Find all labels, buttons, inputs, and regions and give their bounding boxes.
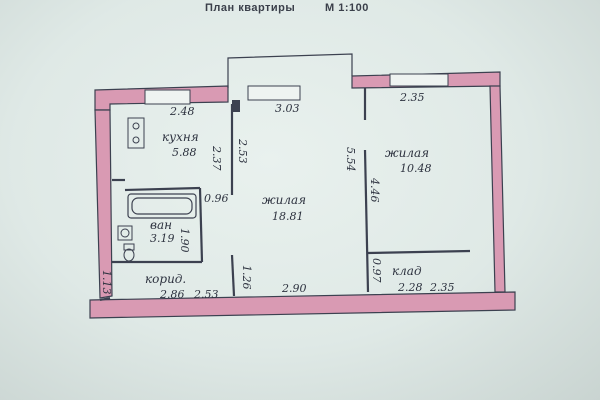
dim-bottom-middle: 2.90 xyxy=(282,282,307,295)
entrance-door xyxy=(99,297,111,301)
wall-bedroom-left-lower xyxy=(363,149,370,293)
dim-side-depth: 4.46 xyxy=(368,178,381,203)
dim-kitchen-door: 0.96 xyxy=(204,192,229,205)
wall-left xyxy=(94,109,113,299)
dim-corridor-door: 1.26 xyxy=(240,265,253,290)
room-bath-area: 3.19 xyxy=(150,232,175,245)
room-bath-name: ван xyxy=(150,218,173,232)
room-living-main-name: жилая xyxy=(262,193,307,207)
room-storage-name: клад xyxy=(392,264,422,278)
plan-header: План квартиры М 1:100 xyxy=(0,0,600,20)
dim-bath-depth: 1.90 xyxy=(178,228,191,253)
room-storage-area: 2.28 xyxy=(398,281,423,294)
room-corridor-area: 2.86 xyxy=(160,288,185,301)
stove-icon xyxy=(127,117,145,149)
wall-storage-top xyxy=(367,249,471,255)
window-living xyxy=(247,85,301,101)
dim-living-depth: 5.54 xyxy=(344,147,357,172)
room-kitchen-name: кухня xyxy=(162,130,199,144)
wall-bath-right xyxy=(198,187,204,263)
dim-kitchen-depth-a: 2.37 xyxy=(210,146,223,171)
balcony-door xyxy=(232,100,240,112)
dim-corridor-width: 2.53 xyxy=(194,288,219,301)
dim-kitchen-depth-b: 2.53 xyxy=(236,139,249,164)
plan-scale: М 1:100 xyxy=(325,2,369,14)
window-kitchen xyxy=(144,89,191,105)
room-living-side-name: жилая xyxy=(385,146,430,160)
room-corridor-name: корид. xyxy=(145,272,187,286)
wall-bottom xyxy=(89,291,516,319)
dim-top-left: 2.48 xyxy=(170,105,195,118)
wall-right xyxy=(489,85,506,293)
dim-storage-depth: 0.97 xyxy=(370,258,383,283)
wall-corridor-right xyxy=(230,254,236,297)
plan-title: План квартиры xyxy=(205,2,296,14)
bathtub-icon xyxy=(127,193,197,219)
room-living-main-area: 18.81 xyxy=(272,210,304,223)
window-bedroom xyxy=(389,73,449,87)
toilet-icon xyxy=(123,243,135,262)
wall-bath-top xyxy=(124,186,201,192)
balcony-outline xyxy=(227,53,353,88)
room-kitchen-area: 5.88 xyxy=(172,146,197,159)
dim-storage-width: 2.35 xyxy=(430,281,455,294)
washbasin-icon xyxy=(117,225,133,241)
dim-top-middle: 3.03 xyxy=(275,102,300,115)
room-living-side-area: 10.48 xyxy=(400,162,432,175)
dim-corridor-left: 1.13 xyxy=(100,270,113,295)
dim-top-right: 2.35 xyxy=(400,91,425,104)
